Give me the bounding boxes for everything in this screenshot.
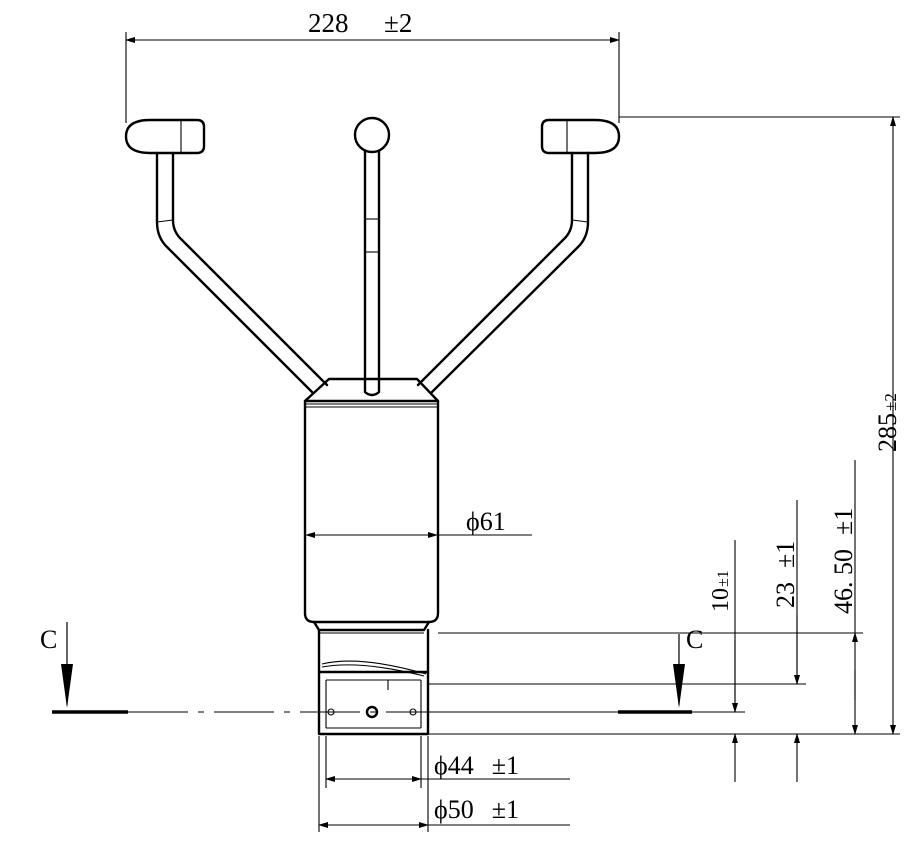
dim-overall-height-label: 285±2 (873, 393, 902, 452)
dim-mount-hole-height: 10±1 (428, 540, 745, 782)
center-transducer-ball (353, 116, 391, 154)
section-arrow-left-icon (61, 664, 73, 708)
neck (312, 620, 431, 632)
dim-outer-diameter-label: ϕ50±1 (434, 795, 519, 824)
dim-mount-top-height: 23±1 (428, 500, 806, 782)
section-line: C C (40, 622, 703, 714)
dim-body-diameter: ϕ61 (305, 507, 532, 538)
dim-inner-diameter-label: ϕ44±1 (434, 751, 519, 780)
upper-mount (317, 628, 430, 674)
dim-body-diameter-label: ϕ61 (466, 507, 506, 536)
mount-hole (365, 705, 379, 719)
dim-outer-diameter: ϕ50±1 (318, 736, 570, 832)
dim-mount-top-height-label: 23±1 (771, 541, 800, 608)
dim-overall-width-tol: ±2 (384, 8, 412, 38)
section-label-left: C (40, 625, 57, 654)
lower-mount (317, 670, 430, 736)
dim-inner-diameter: ϕ44±1 (325, 736, 570, 788)
dim-overall-height: 285±2 (428, 116, 902, 735)
top-cap (303, 377, 440, 403)
dim-overall-width: 228 ±2 (125, 8, 620, 123)
main-body (303, 399, 440, 624)
center-rod (363, 149, 381, 397)
dim-body-start-height-label: 46. 50±1 (829, 508, 858, 614)
dim-overall-width-value: 228 (308, 8, 349, 38)
left-transducer-head (124, 118, 206, 155)
right-arm (430, 151, 590, 394)
dim-mount-hole-height-label: 10±1 (708, 570, 734, 612)
sensor-part (124, 116, 621, 736)
section-arrow-right-icon (673, 664, 685, 708)
left-arm (155, 151, 314, 394)
right-transducer-head (540, 118, 621, 155)
section-label-right: C (686, 625, 703, 654)
dim-body-start-height: 46. 50±1 (438, 460, 863, 735)
